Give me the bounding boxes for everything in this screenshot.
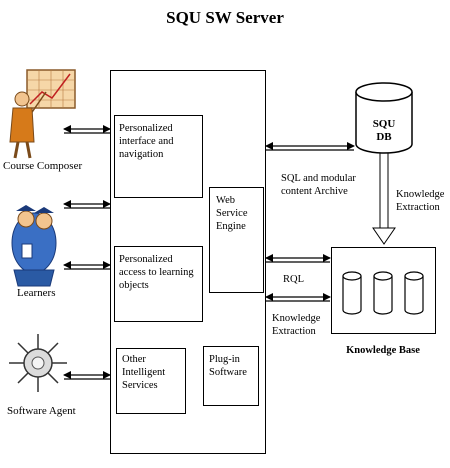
- knowledge-extraction-bottom-label: Knowledge Extraction: [272, 313, 321, 337]
- squ-db-line1: SQU: [372, 118, 396, 130]
- arrow-rql: [265, 254, 331, 263]
- arrow-composer-server: [63, 125, 111, 134]
- plugin-label: Plug-in Software: [209, 354, 247, 378]
- arrow-agent-server: [63, 371, 111, 380]
- rql-edge-label: RQL: [283, 274, 304, 285]
- plugin-box: Plug-in Software: [203, 346, 259, 406]
- arrow-ke-bottom: [265, 293, 331, 302]
- web-service-engine-box: Web Service Engine: [209, 187, 264, 293]
- arrow-server-db: [265, 142, 355, 151]
- squ-db-line2: DB: [376, 131, 392, 143]
- diagram-title: SQU SW Server: [166, 8, 284, 27]
- knowledge-extraction-right-label: Knowledge Extraction: [396, 189, 445, 213]
- other-services-box: Other Intelligent Services: [116, 348, 186, 414]
- software-agent-label: Software Agent: [7, 405, 76, 417]
- personalized-interface-label: Personalized interface and navigation: [119, 123, 174, 160]
- other-services-label: Other Intelligent Services: [122, 354, 166, 391]
- course-composer-label: Course Composer: [3, 160, 83, 172]
- web-service-engine-label: Web Service Engine: [216, 195, 248, 232]
- squ-db-label: SQU DB: [356, 118, 412, 144]
- personalized-access-label: Personalized access to learning objects: [119, 254, 194, 291]
- arrow-learners-interface: [63, 200, 111, 209]
- knowledge-base-label: Knowledge Base: [346, 345, 420, 356]
- arrow-learners-access: [63, 261, 111, 270]
- sql-edge-label: SQL and modular content Archive: [281, 173, 356, 197]
- personalized-access-box: Personalized access to learning objects: [114, 246, 203, 322]
- learners-label: Learners: [17, 287, 56, 299]
- personalized-interface-box: Personalized interface and navigation: [114, 115, 203, 198]
